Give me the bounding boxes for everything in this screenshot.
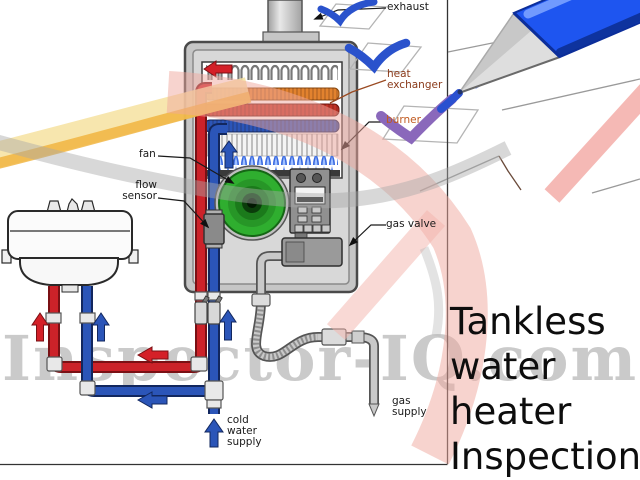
sink-fixture (1, 198, 139, 293)
page-title: Tankless water heater Inspection (450, 300, 640, 478)
flow-arrow-up-icon (31, 312, 49, 342)
flow-arrow-up-icon (92, 312, 110, 342)
pen-icon (457, 0, 640, 95)
checkmark-icon (317, 0, 378, 27)
exhaust-pipe (262, 0, 320, 45)
checkmark-icon (344, 38, 411, 74)
